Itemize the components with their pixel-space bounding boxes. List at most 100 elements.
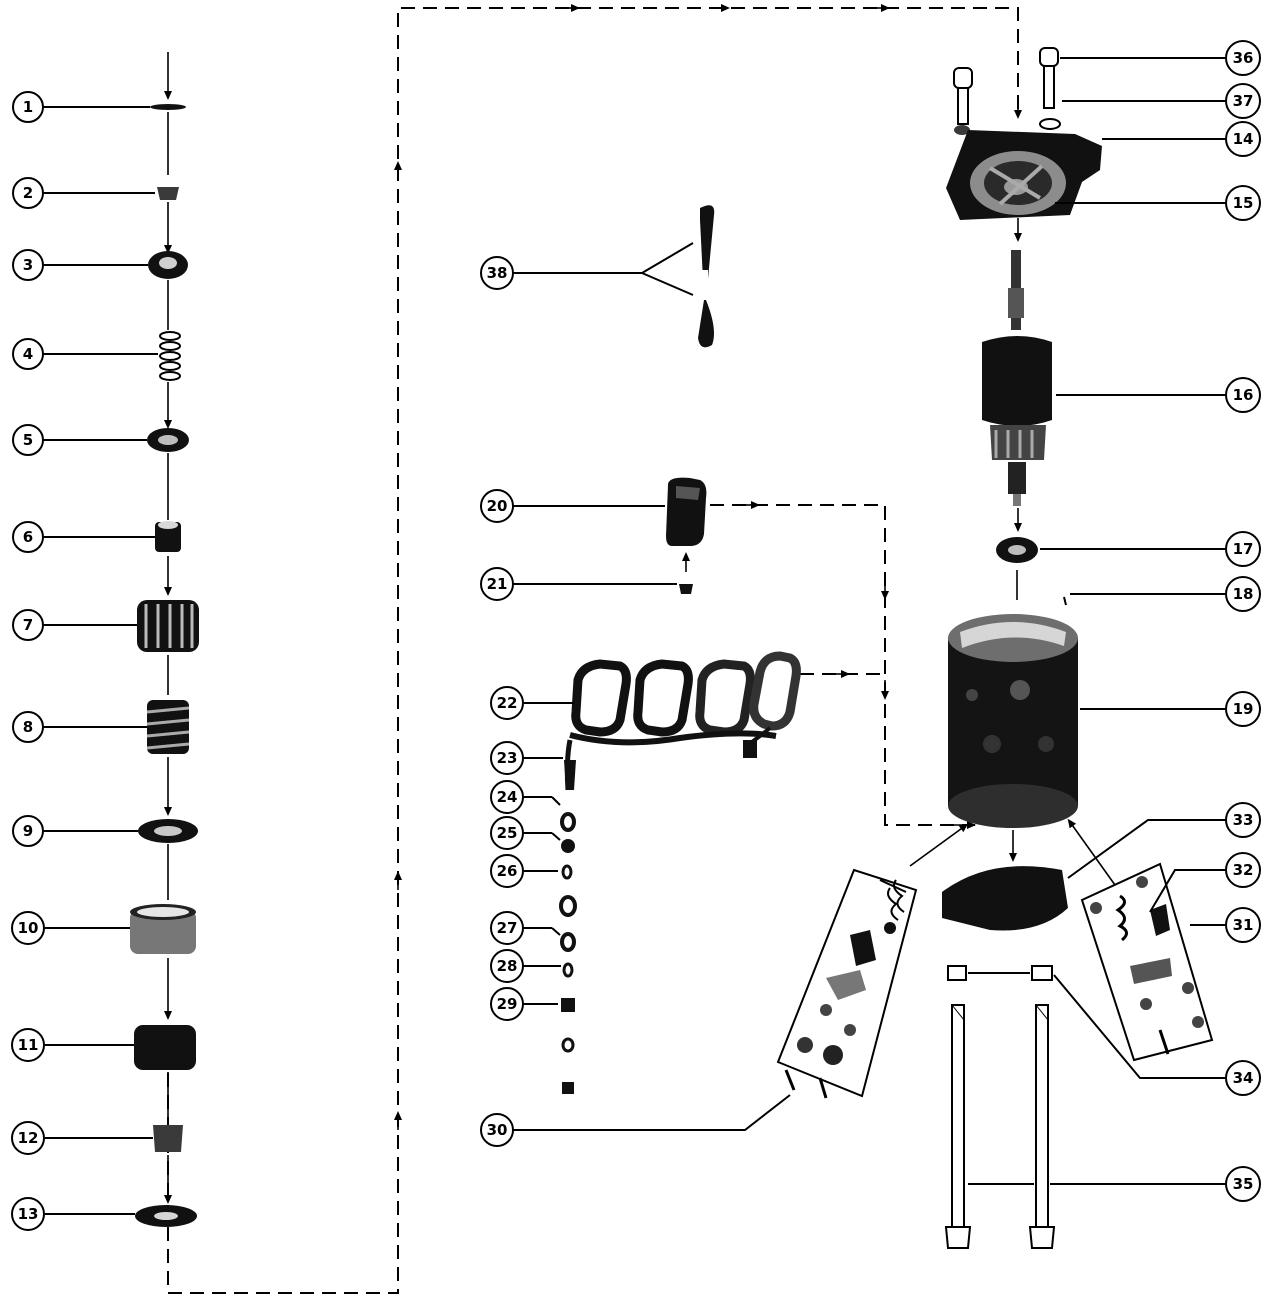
- callout-26-label: 26: [497, 862, 518, 880]
- part-commutator-end-plate-left: [776, 868, 918, 1099]
- part-sleeve: [153, 1125, 183, 1152]
- part-spacer-hole: [159, 257, 177, 269]
- part-bushing: [155, 522, 181, 552]
- callout-38-label: 38: [487, 264, 508, 282]
- callout-18: 18: [1070, 576, 1261, 612]
- callout-17: 17: [1040, 531, 1261, 567]
- part-lock-washer-37: [1039, 118, 1061, 130]
- arrow-plate-right-to-frame: [1067, 818, 1116, 886]
- part-insulator-25: [561, 839, 575, 853]
- part-brush-cover: [666, 477, 707, 546]
- callout-34: 34: [1053, 974, 1261, 1096]
- part-field-coils: [564, 651, 801, 791]
- right-parts: [942, 47, 1214, 1249]
- callout-36-label: 36: [1233, 49, 1254, 67]
- part-armature: [982, 250, 1052, 506]
- callout-10: 10: [11, 911, 130, 945]
- callout-1-label: 1: [23, 98, 33, 116]
- callout-31: 31: [1190, 907, 1261, 943]
- callout-11: 11: [11, 1028, 134, 1062]
- callout-18-label: 18: [1233, 585, 1254, 603]
- callout-6: 6: [12, 521, 155, 553]
- part-washer-27b: [560, 932, 576, 952]
- part-bolt-36: [1039, 47, 1059, 109]
- callout-28-label: 28: [497, 957, 518, 975]
- part-cup-washer-hole: [154, 826, 182, 836]
- callout-16-label: 16: [1233, 386, 1254, 404]
- callout-14-label: 14: [1233, 130, 1254, 148]
- part-spring: [159, 331, 181, 381]
- callout-1: 1: [12, 91, 150, 123]
- callout-4-label: 4: [23, 345, 33, 363]
- part-washer-5-hole: [158, 435, 178, 445]
- callout-24-label: 24: [497, 788, 518, 806]
- callout-17-label: 17: [1233, 540, 1254, 558]
- dashed-path-pinion-to-end-cap: [167, 7, 1019, 1294]
- callout-24: 24: [490, 780, 561, 814]
- callout-23: 23: [490, 741, 563, 775]
- callout-4: 4: [12, 338, 158, 370]
- part-thrust-washer-17-hole: [1008, 545, 1026, 555]
- part-brush-lead: [698, 205, 715, 348]
- middle-parts: [559, 205, 969, 1099]
- callout-34-label: 34: [1233, 1069, 1254, 1087]
- part-bushing-hole: [158, 521, 178, 529]
- callout-5: 5: [12, 424, 147, 456]
- callout-27-label: 27: [497, 919, 518, 937]
- part-washer-27a: [559, 895, 577, 917]
- callout-21: 21: [480, 567, 677, 601]
- part-pin-18: [1063, 596, 1067, 606]
- part-thrust-washer-hole: [154, 1212, 178, 1220]
- part-nut: [157, 187, 179, 200]
- dashed-path-brush-to-frame: [710, 504, 975, 826]
- callout-22-label: 22: [497, 694, 518, 712]
- callout-27: 27: [490, 911, 561, 945]
- callout-29-label: 29: [497, 995, 518, 1013]
- callout-3: 3: [12, 249, 148, 281]
- part-cotter-pin: [150, 104, 186, 110]
- callout-30: 30: [480, 1094, 791, 1147]
- callout-20: 20: [480, 489, 665, 523]
- callout-21-label: 21: [487, 575, 508, 593]
- callout-13: 13: [11, 1197, 135, 1231]
- callout-11-label: 11: [18, 1036, 39, 1054]
- callout-9: 9: [12, 815, 138, 847]
- right-callouts: 36 37 14 15 16 17 18: [968, 40, 1261, 1202]
- part-pinion-gear: [137, 600, 199, 652]
- middle-callouts: 38 20 21 22 23 24: [480, 242, 791, 1147]
- callout-37-label: 37: [1233, 92, 1254, 110]
- callout-5-label: 5: [23, 431, 33, 449]
- part-terminal-bolt: [564, 760, 576, 790]
- callout-37: 37: [1062, 83, 1261, 119]
- callout-7: 7: [12, 609, 137, 641]
- callout-36: 36: [1060, 40, 1261, 76]
- part-nuts-34: [947, 965, 1053, 981]
- part-washer-24: [560, 812, 576, 832]
- callout-3-label: 3: [23, 256, 33, 274]
- callout-35-label: 35: [1233, 1175, 1254, 1193]
- arrow-plate-to-frame: [909, 823, 969, 867]
- callout-13-label: 13: [18, 1205, 39, 1223]
- part-cushion: [134, 1025, 196, 1070]
- callout-16: 16: [1056, 377, 1261, 413]
- callout-12-label: 12: [18, 1129, 39, 1147]
- callout-33-label: 33: [1233, 811, 1254, 829]
- callout-38-brush-lead: 38: [480, 242, 694, 296]
- callout-25: 25: [490, 816, 561, 850]
- callout-28: 28: [490, 949, 561, 983]
- part-end-cap: [946, 130, 1102, 220]
- dashed-assembly-paths: [167, 4, 1022, 1294]
- part-thru-bolts-35: [944, 1004, 1056, 1249]
- part-motor-frame: [948, 614, 1078, 828]
- callout-22: 22: [490, 686, 574, 720]
- left-callouts: 1 2 3 4 5 6 7: [11, 91, 158, 1231]
- callout-19-label: 19: [1233, 700, 1254, 718]
- callout-15: 15: [1055, 185, 1261, 221]
- part-brush-plate-right: [1080, 862, 1214, 1062]
- callout-10-label: 10: [18, 919, 39, 937]
- callout-12: 12: [11, 1121, 153, 1155]
- part-nut-29: [561, 998, 575, 1012]
- part-stop-ring: [130, 904, 196, 954]
- callout-9-label: 9: [23, 822, 33, 840]
- callout-33: 33: [1067, 802, 1261, 879]
